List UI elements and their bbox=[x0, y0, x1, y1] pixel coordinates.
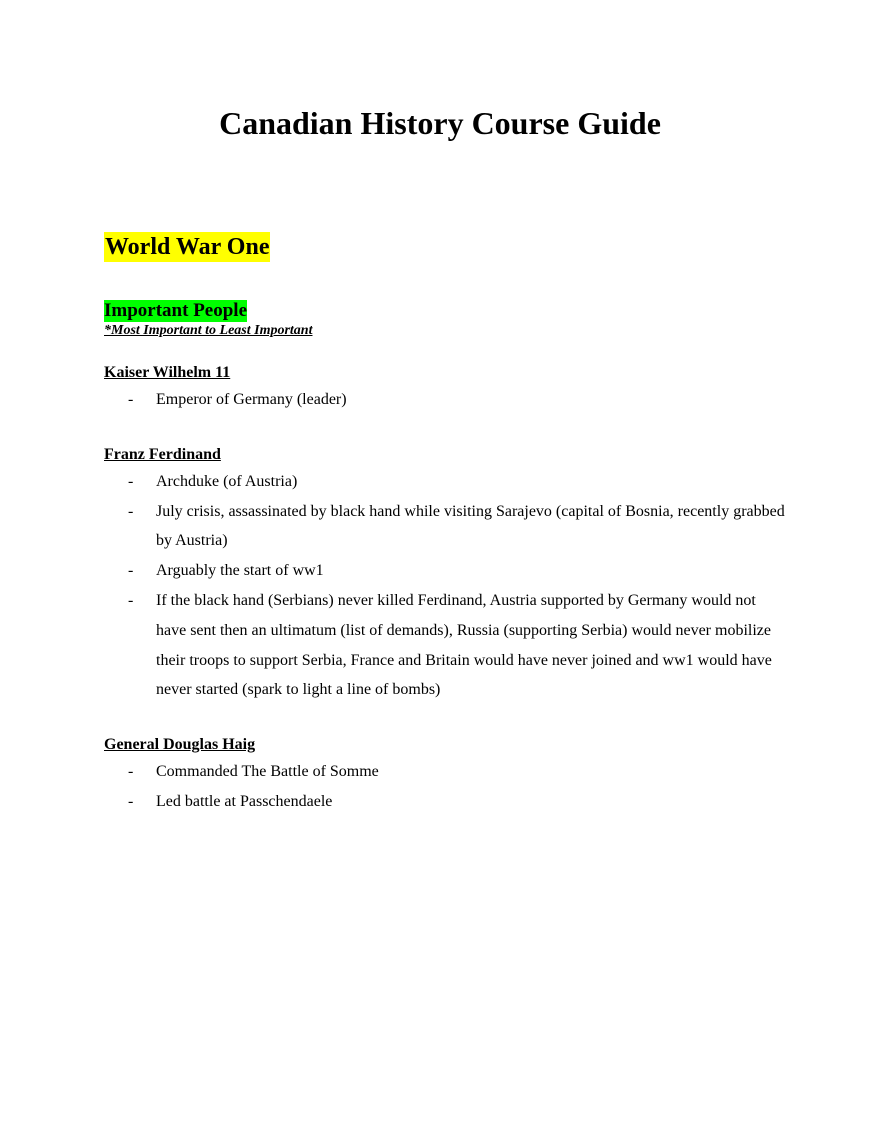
bullet-dash: - bbox=[128, 391, 134, 408]
point-text: If the black hand (Serbians) never kille… bbox=[156, 591, 772, 699]
section-world-war-one: World War One Important People *Most Imp… bbox=[104, 232, 804, 817]
important-people-block: Important People *Most Important to Leas… bbox=[104, 300, 804, 339]
list-item: - Led battle at Passchendaele bbox=[104, 787, 786, 817]
document-title: Canadian History Course Guide bbox=[219, 105, 661, 141]
person-name: Kaiser Wilhelm 11 bbox=[104, 364, 231, 381]
person-entry: General Douglas Haig - Commanded The Bat… bbox=[104, 735, 804, 817]
list-item: - If the black hand (Serbians) never kil… bbox=[104, 586, 786, 705]
subheading-important-people: Important People bbox=[104, 300, 248, 322]
person-name: General Douglas Haig bbox=[104, 736, 256, 754]
point-text: Emperor of Germany (leader) bbox=[156, 391, 347, 408]
person-entry: Franz Ferdinand - Archduke (of Austria) … bbox=[104, 445, 804, 705]
person-points-list: - Archduke (of Austria) - July crisis, a… bbox=[104, 467, 804, 705]
point-text: Archduke (of Austria) bbox=[156, 472, 298, 490]
person-name: Franz Ferdinand bbox=[104, 445, 221, 463]
list-item: - July crisis, assassinated by black han… bbox=[104, 497, 786, 557]
person-points-list: - Emperor of Germany (leader) bbox=[104, 385, 804, 415]
person-entry: Kaiser Wilhelm 11 - Emperor of Germany (… bbox=[104, 363, 804, 415]
point-text: Commanded The Battle of Somme bbox=[156, 763, 379, 781]
point-text: Arguably the start of ww1 bbox=[156, 562, 324, 580]
bullet-dash: - bbox=[128, 763, 134, 781]
bullet-dash: - bbox=[128, 562, 134, 580]
person-points-list: - Commanded The Battle of Somme - Led ba… bbox=[104, 757, 804, 817]
ordering-note: *Most Important to Least Important bbox=[104, 323, 313, 338]
bullet-dash: - bbox=[128, 591, 134, 609]
list-item: - Archduke (of Austria) bbox=[104, 467, 786, 497]
point-text: July crisis, assassinated by black hand … bbox=[156, 502, 785, 550]
bullet-dash: - bbox=[128, 472, 134, 490]
point-text: Led battle at Passchendaele bbox=[156, 792, 333, 810]
bullet-dash: - bbox=[128, 502, 134, 520]
section-heading: World War One bbox=[104, 232, 271, 262]
list-item: - Emperor of Germany (leader) bbox=[104, 385, 786, 415]
bullet-dash: - bbox=[128, 792, 134, 810]
list-item: - Arguably the start of ww1 bbox=[104, 556, 786, 586]
list-item: - Commanded The Battle of Somme bbox=[104, 757, 786, 787]
